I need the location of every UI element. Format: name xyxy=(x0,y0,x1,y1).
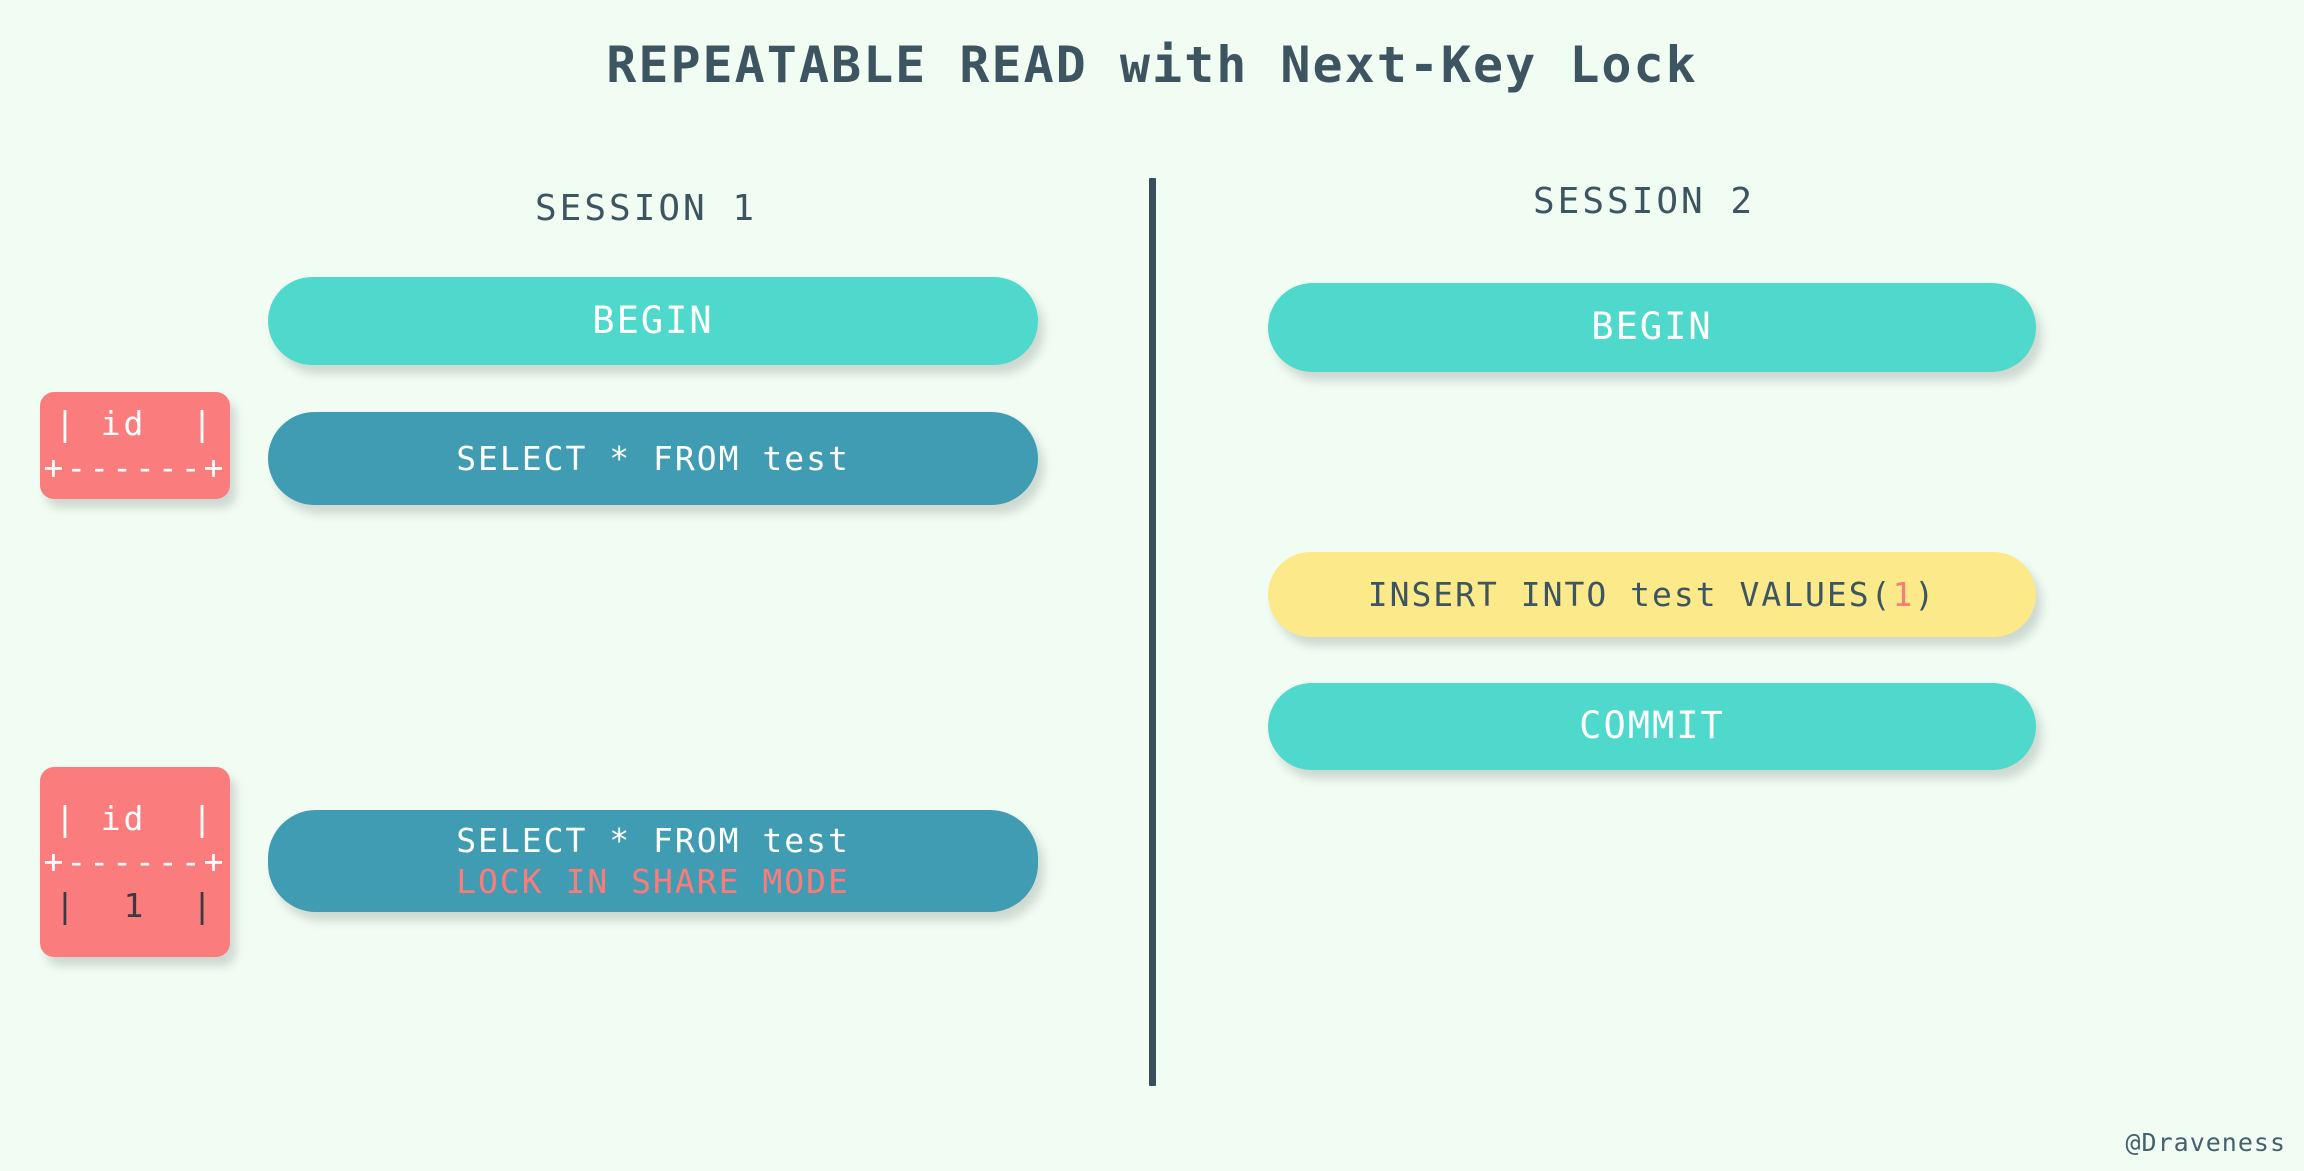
session-2-heading: SESSION 2 xyxy=(1533,181,1756,222)
result-row: | 1 | xyxy=(54,885,216,925)
session-1-result-empty: | id | +------+ xyxy=(40,392,230,499)
statement-text: SELECT * FROM test xyxy=(456,438,850,478)
session-2-statement-insert[interactable]: INSERT INTO test VALUES(1) xyxy=(1268,552,2036,637)
insert-value: 1 xyxy=(1892,574,1915,614)
statement-text: SELECT * FROM test xyxy=(456,820,850,860)
session-2-statement-commit[interactable]: COMMIT xyxy=(1268,683,2036,770)
session-1-statement-select[interactable]: SELECT * FROM test xyxy=(268,412,1038,505)
insert-prefix: INSERT INTO test VALUES( xyxy=(1367,574,1893,614)
page-title: REPEATABLE READ with Next-Key Lock xyxy=(606,36,1698,94)
session-divider xyxy=(1149,178,1156,1086)
insert-suffix: ) xyxy=(1914,574,1937,614)
result-separator: +------+ xyxy=(43,447,227,487)
session-1-statement-select-lock-in-share-mode[interactable]: SELECT * FROM test LOCK IN SHARE MODE xyxy=(268,810,1038,912)
session-1-heading: SESSION 1 xyxy=(535,188,758,229)
statement-text: COMMIT xyxy=(1579,704,1725,748)
result-header: | id | xyxy=(54,798,216,838)
statement-text: BEGIN xyxy=(592,298,714,342)
statement-lock-clause: LOCK IN SHARE MODE xyxy=(456,862,850,901)
author-watermark: @Draveness xyxy=(2125,1128,2286,1157)
result-separator: +------+ xyxy=(43,842,227,882)
statement-text: BEGIN xyxy=(1591,305,1713,349)
statement-text: INSERT INTO test VALUES(1) xyxy=(1368,574,1937,615)
result-header: | id | xyxy=(54,403,216,443)
session-2-statement-begin[interactable]: BEGIN xyxy=(1268,283,2036,372)
session-1-statement-begin[interactable]: BEGIN xyxy=(268,277,1038,365)
session-1-result-one-row: | id | +------+ | 1 | xyxy=(40,767,230,957)
